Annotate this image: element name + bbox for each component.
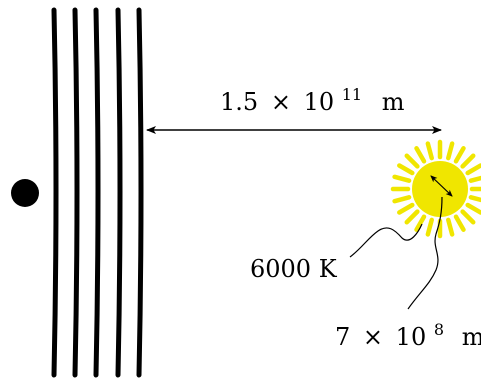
sun-disc (412, 161, 468, 217)
distance-exponent: 11 (342, 85, 362, 104)
sun-ray (453, 146, 466, 164)
radius-times: × (363, 323, 383, 351)
sun-ray (425, 141, 434, 161)
sun-ray (468, 195, 481, 203)
barrier-lines (51, 7, 144, 378)
radius-exponent: 8 (434, 320, 444, 339)
black-ball (11, 179, 39, 207)
sun-ray (446, 141, 455, 161)
radius-arrow (430, 175, 453, 197)
sun-ray (397, 202, 415, 215)
sun-ray (397, 163, 415, 176)
barrier-line (51, 7, 59, 378)
sun-ray (468, 175, 481, 183)
temperature-label: 6000 K (250, 255, 338, 283)
distance-mantissa: 1.5 (220, 88, 258, 116)
barrier-line (93, 7, 101, 378)
barrier-line (115, 7, 123, 378)
sun-ray (404, 209, 420, 225)
sun-ray (465, 202, 481, 215)
sun-rays (390, 139, 481, 239)
barrier-line (72, 7, 80, 378)
sun-ray (460, 209, 476, 225)
radius-mantissa: 7 (335, 323, 350, 351)
distance-label: 1.5 × 10 11 m (220, 78, 405, 116)
sun-ray (392, 174, 412, 183)
sun-ray (425, 217, 434, 237)
sun-ray (446, 217, 455, 237)
distance-times: × (271, 88, 291, 116)
sun-ray (460, 153, 476, 169)
radius-label: 7 × 10 8 m (335, 313, 481, 351)
temperature-leader (349, 223, 423, 258)
sun-ray (453, 214, 466, 232)
radius-base: 10 (396, 323, 427, 351)
radius-leader (407, 196, 443, 310)
sun-ray (465, 163, 481, 176)
barrier-line (136, 7, 144, 378)
sun-ray (414, 214, 427, 232)
distance-base: 10 (304, 88, 335, 116)
sun-ray (414, 146, 427, 164)
distance-unit: m (382, 88, 405, 116)
radius-unit: m (462, 323, 481, 351)
sun-ray (404, 153, 420, 169)
sun-ray (392, 195, 412, 204)
